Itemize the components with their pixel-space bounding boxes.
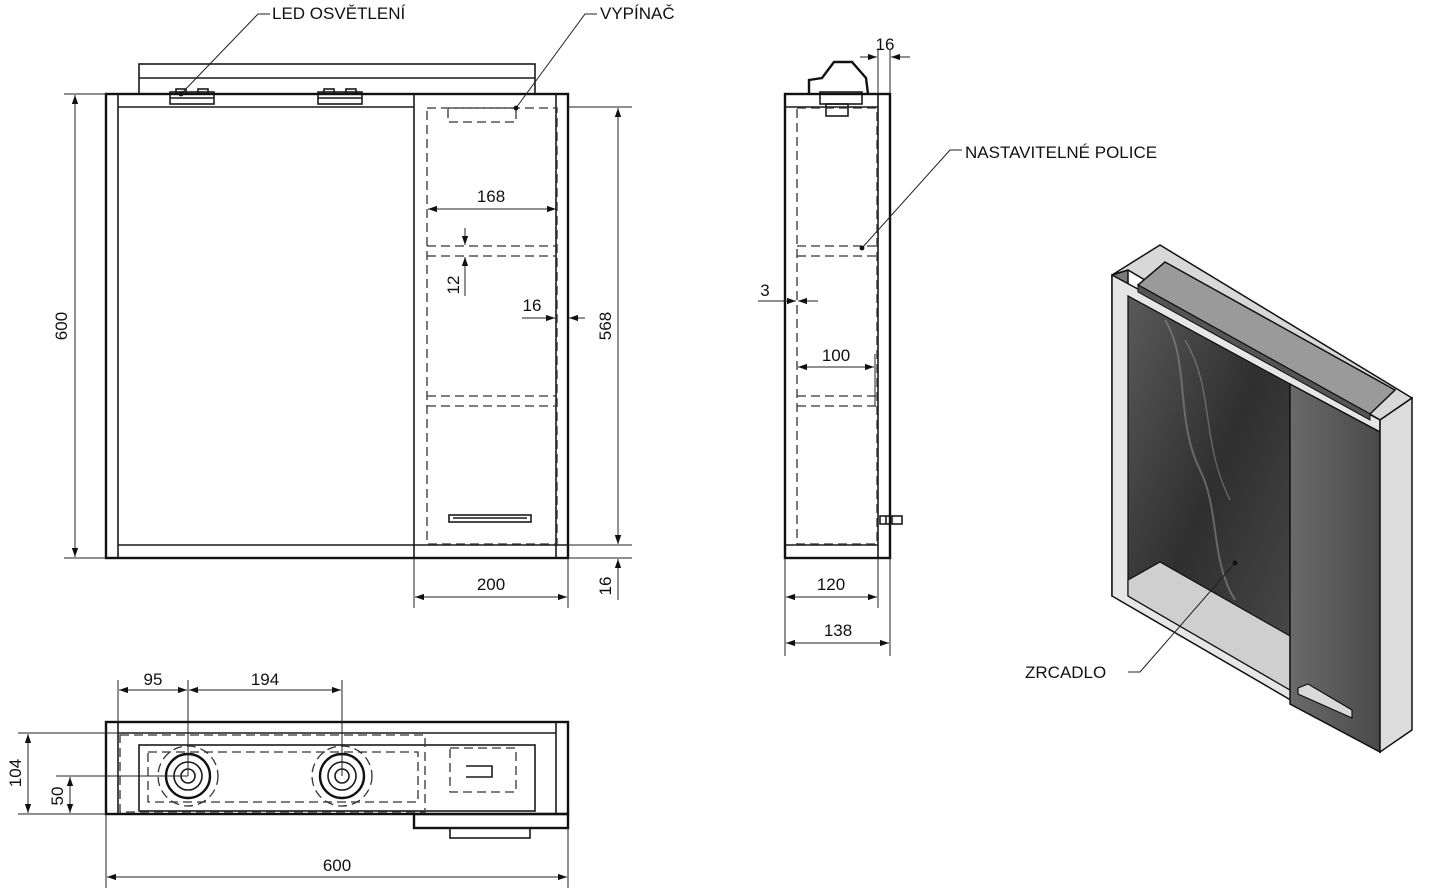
dim-120: 120 [817, 575, 845, 594]
dim-12: 12 [444, 276, 463, 295]
dim-600-height: 600 [52, 312, 71, 340]
door-handle-3d [1297, 683, 1353, 719]
side-led-profile [807, 60, 870, 95]
side-outer-body [783, 92, 892, 560]
dim-50: 50 [48, 787, 67, 806]
label-mirror: ZRCADLO [1025, 663, 1106, 682]
side-handle [879, 515, 903, 525]
cabinet-right-side [1379, 396, 1413, 754]
label-adjustable-shelves: NASTAVITELNÉ POLICE [965, 143, 1157, 162]
top-view: 95 194 104 50 600 [6, 670, 570, 888]
dim-194: 194 [251, 670, 279, 689]
door-handle [448, 514, 532, 523]
front-outer-frame [104, 92, 570, 560]
label-switch: VYPÍNAČ [600, 4, 675, 23]
side-view: 16 3 100 120 138 NASTAVITELNÉ POLICE [758, 35, 1157, 656]
label-led-lighting: LED OSVĚTLENÍ [272, 4, 405, 23]
dim-104: 104 [6, 759, 25, 787]
dim-16-bottom: 16 [596, 577, 615, 596]
dim-16-side: 16 [523, 296, 542, 315]
cabinet-inner-hidden [426, 107, 558, 545]
dim-3: 3 [760, 281, 769, 300]
front-view: 600 568 16 168 12 16 200 LED OSVĚTLENÍ V… [52, 4, 675, 608]
led-fixture-left [169, 88, 215, 105]
dim-200: 200 [477, 575, 505, 594]
isometric-view: ZRCADLO [1025, 244, 1414, 754]
dim-568: 568 [596, 312, 615, 340]
led-fixture-right [317, 88, 363, 105]
dim-600-width: 600 [323, 856, 351, 875]
top-door [412, 812, 570, 830]
dim-168: 168 [477, 187, 505, 206]
switch-housing [447, 107, 517, 123]
top-outer-frame [104, 720, 570, 816]
dim-95: 95 [144, 670, 163, 689]
dim-100: 100 [822, 346, 850, 365]
dim-16-top: 16 [876, 35, 895, 54]
dim-138: 138 [824, 621, 852, 640]
